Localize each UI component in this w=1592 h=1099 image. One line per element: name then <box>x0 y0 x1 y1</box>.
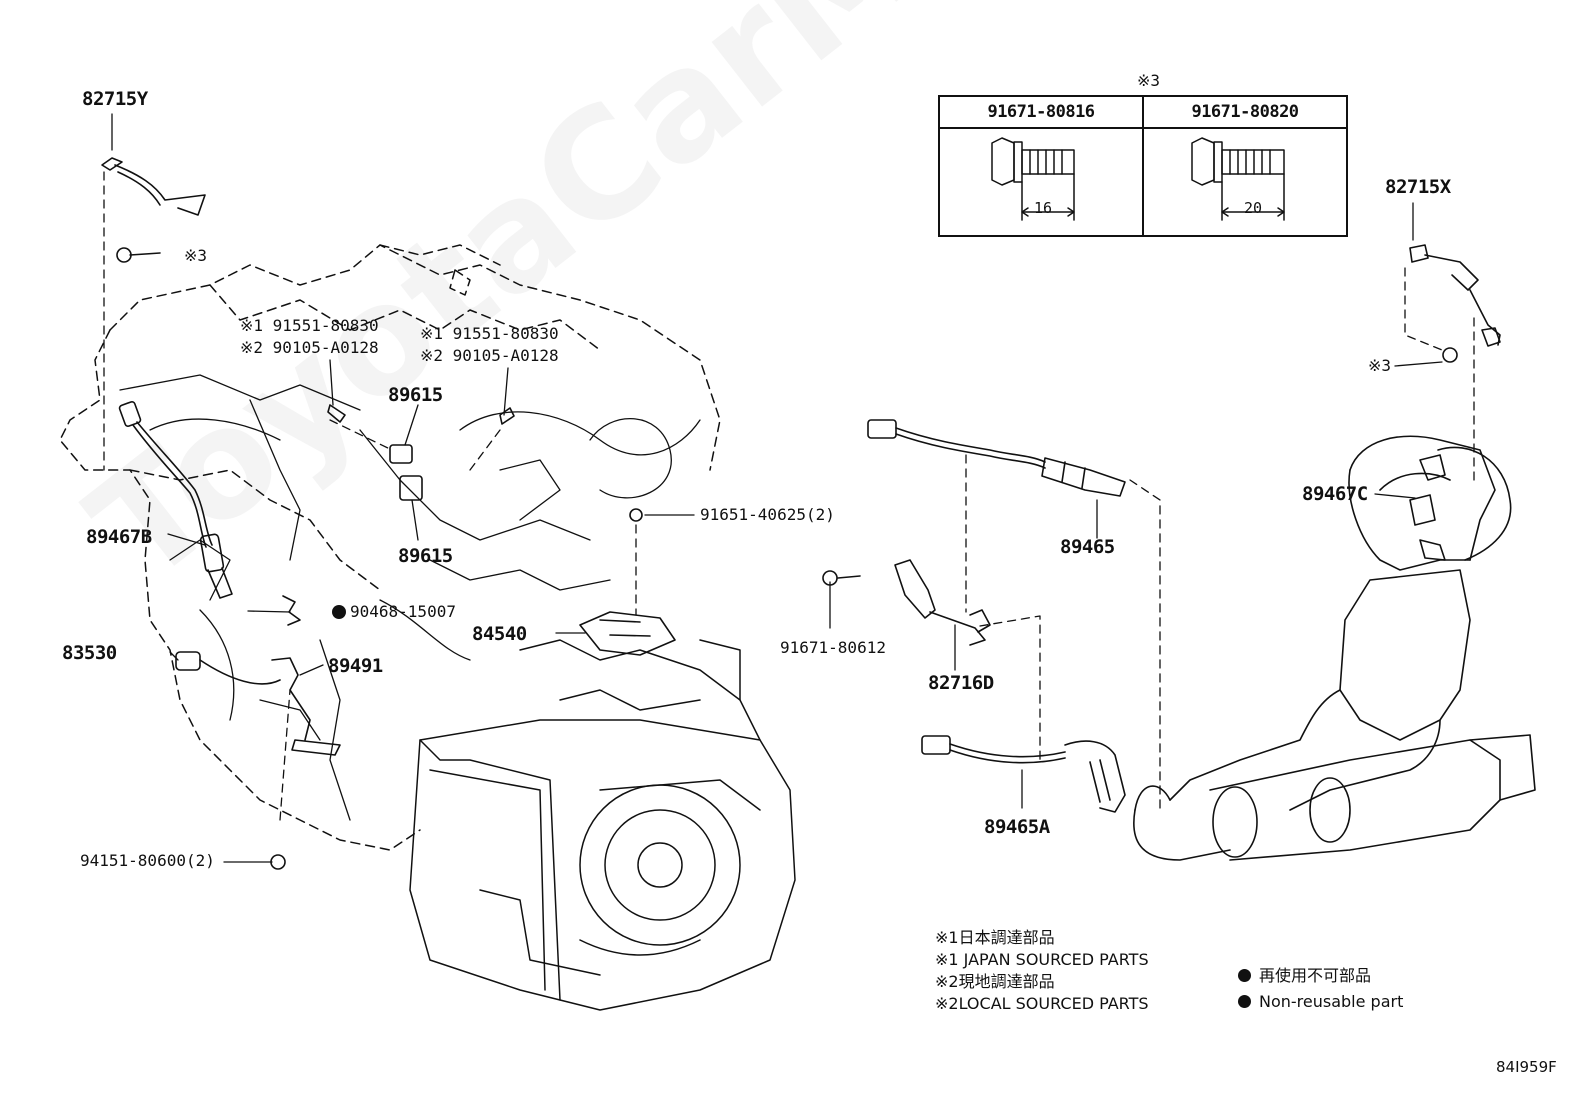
label-mark3-right: ※3 <box>1368 356 1392 375</box>
label-94151: 94151-80600(2) <box>80 851 215 870</box>
switch-84540 <box>579 611 676 656</box>
legend-non-reusable-en-text: Non-reusable part <box>1259 992 1404 1011</box>
engine-outline <box>59 244 721 851</box>
label-84540: 84540 <box>472 623 527 645</box>
note-local-sourced-jp: ※2現地調達部品 <box>935 972 1055 991</box>
legend-non-reusable-jp: 再使用不可部品 <box>1238 968 1371 984</box>
bolt-table-mark: ※3 <box>1137 71 1161 90</box>
label-82716D: 82716D <box>928 672 994 694</box>
note-japan-sourced-jp: ※1日本調達部品 <box>935 928 1055 947</box>
label-90105-a: ※2 90105-A0128 <box>240 338 379 357</box>
bolt-length-20: 20 <box>1244 199 1263 217</box>
label-89467C: 89467C <box>1302 483 1368 505</box>
label-83530: 83530 <box>62 642 117 664</box>
bracket-82715X <box>1409 244 1501 347</box>
label-90468: 90468-15007 <box>350 602 456 621</box>
sensors-89615 <box>327 404 515 501</box>
sensor-89467B <box>118 400 233 599</box>
label-91671-80612: 91671-80612 <box>780 638 886 657</box>
bolt-length-16: 16 <box>1034 199 1053 217</box>
label-91651: 91651-40625(2) <box>700 505 835 524</box>
assembly-lines <box>103 171 1475 821</box>
label-89491: 89491 <box>328 655 383 677</box>
label-82715Y: 82715Y <box>82 88 148 110</box>
label-91551-a: ※1 91551-80830 <box>240 316 379 335</box>
label-89465: 89465 <box>1060 536 1115 558</box>
label-91551-b: ※1 91551-80830 <box>420 324 559 343</box>
label-89615-bottom: 89615 <box>398 545 453 567</box>
label-89467B: 89467B <box>86 526 152 548</box>
legend-non-reusable-jp-text: 再使用不可部品 <box>1259 966 1372 985</box>
bracket-82716D <box>837 559 991 646</box>
note-japan-sourced-en: ※1 JAPAN SOURCED PARTS <box>935 950 1149 969</box>
label-89615-top: 89615 <box>388 384 443 406</box>
note-local-sourced-en: ※2LOCAL SOURCED PARTS <box>935 994 1149 1013</box>
diagram-code: 84I959F <box>1496 1058 1557 1076</box>
bolt-cell-1: 16 <box>938 127 1144 237</box>
bolt-table-col-2: 91671-80820 <box>1142 95 1348 129</box>
transmission <box>409 639 796 1011</box>
label-90105-b: ※2 90105-A0128 <box>420 346 559 365</box>
non-reusable-dot-icon <box>1238 969 1251 982</box>
label-82715X: 82715X <box>1385 176 1451 198</box>
label-89465A: 89465A <box>984 816 1050 838</box>
bolt-cell-2: 20 <box>1142 127 1348 237</box>
sensor-89465A <box>921 735 1126 813</box>
leader-lines <box>111 113 1443 863</box>
bracket-82715Y <box>101 157 206 263</box>
bolt-table: 91671-80816 91671-80820 16 20 <box>938 95 1348 237</box>
exhaust-system <box>1133 435 1536 861</box>
sender-83530 <box>175 651 281 685</box>
engine-detail <box>119 374 701 821</box>
label-mark3-left: ※3 <box>184 246 208 265</box>
bolt-table-col-1: 91671-80816 <box>938 95 1144 129</box>
legend-non-reusable-en: Non-reusable part <box>1238 994 1403 1010</box>
non-reusable-mark <box>332 605 346 619</box>
non-reusable-dot-icon <box>1238 995 1251 1008</box>
sensor-89465 <box>867 419 1126 497</box>
